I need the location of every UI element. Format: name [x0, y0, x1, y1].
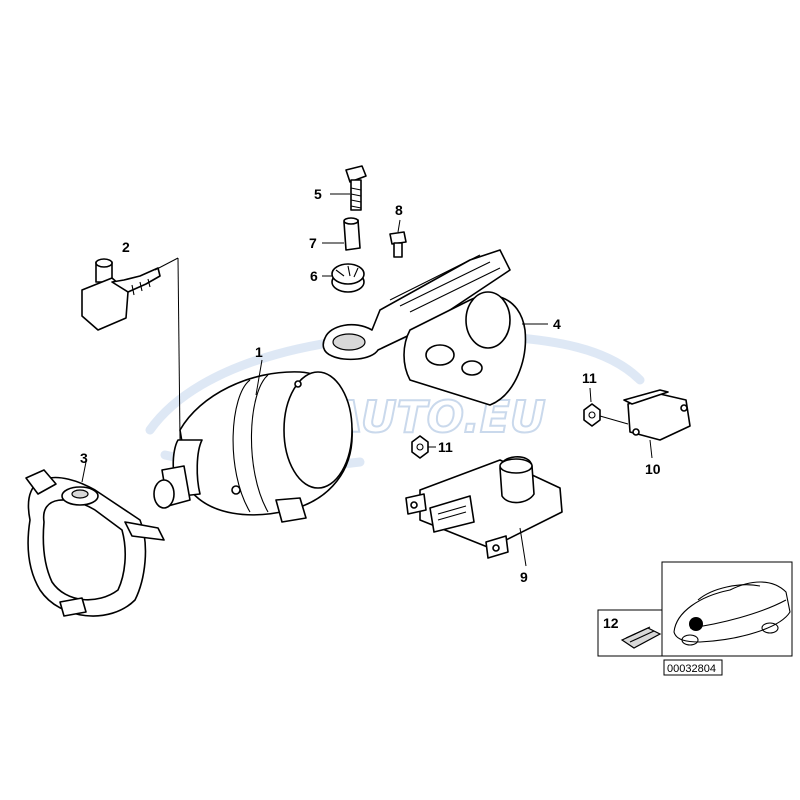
- callout-4: 4: [553, 316, 561, 332]
- inset-part-12[interactable]: [597, 609, 663, 657]
- part-11-nut-upper[interactable]: [583, 387, 601, 427]
- part-4-bracket-arm[interactable]: [322, 249, 548, 406]
- callout-labels: 1 2 3 4 5 6 7 8 9 10 11 11 12: [80, 186, 661, 631]
- callout-12: 12: [603, 615, 619, 631]
- callout-1: 1: [255, 344, 263, 360]
- part-1-pump-motor[interactable]: [153, 359, 353, 523]
- callout-10: 10: [645, 461, 661, 477]
- callout-6: 6: [310, 268, 318, 284]
- part-5-bolt[interactable]: [330, 165, 367, 211]
- diagram-code: 00032804: [667, 663, 716, 675]
- part-2-hose-fitting[interactable]: [81, 257, 181, 441]
- part-9-control-unit[interactable]: [405, 456, 563, 567]
- callout-7: 7: [309, 235, 317, 251]
- part-11-nut-center[interactable]: [411, 435, 436, 459]
- part-3-bracket[interactable]: [25, 461, 165, 617]
- callout-2: 2: [122, 239, 130, 255]
- inset-vehicle-thumbnail[interactable]: [661, 561, 793, 657]
- callout-11-center: 11: [438, 439, 453, 455]
- callout-3: 3: [80, 450, 88, 466]
- callout-9: 9: [520, 569, 528, 585]
- callout-8: 8: [395, 202, 403, 218]
- part-10-sensor[interactable]: [599, 389, 691, 459]
- callout-5: 5: [314, 186, 322, 202]
- part-6-grommet[interactable]: [322, 263, 365, 293]
- callout-11-upper: 11: [582, 370, 597, 386]
- inset-code-label: 00032804: [663, 659, 723, 676]
- part-7-sleeve[interactable]: [322, 217, 361, 251]
- location-marker: [689, 617, 703, 631]
- part-8-bolt[interactable]: [389, 219, 407, 258]
